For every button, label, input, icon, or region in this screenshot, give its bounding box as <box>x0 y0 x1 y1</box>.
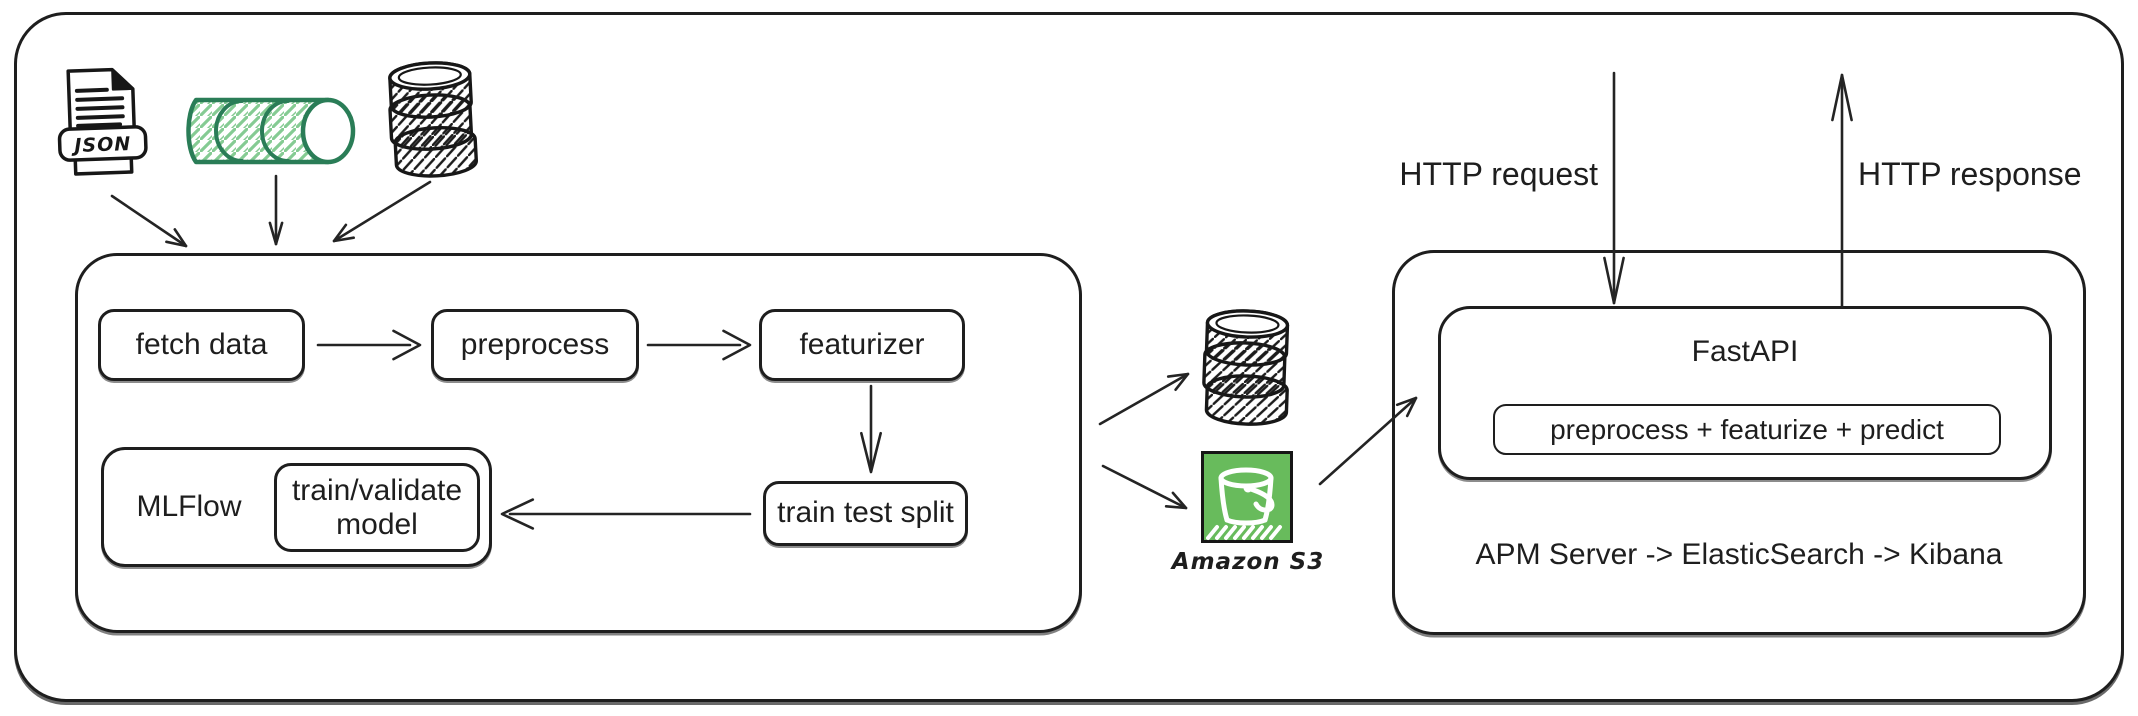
node-predict-pipeline: preprocess + featurize + predict <box>1493 404 2001 455</box>
node-featurizer: featurizer <box>759 309 965 381</box>
mlflow-label: MLFlow <box>136 490 242 523</box>
http-request-label: HTTP request <box>1399 156 1598 192</box>
mlflow-box: MLFlow train/validate model <box>101 447 492 567</box>
node-train-test-split: train test split <box>763 481 968 546</box>
database-stack-icon <box>1200 307 1292 428</box>
train-validate-line2: model <box>336 507 418 541</box>
json-file-icon: JSON <box>57 67 148 176</box>
fastapi-box: FastAPI preprocess + featurize + predict <box>1438 306 2052 480</box>
train-validate-line1: train/validate <box>291 473 463 507</box>
fastapi-label: FastAPI <box>1691 335 1799 368</box>
pipeline-cylinder-icon <box>186 97 356 165</box>
database-stack-icon <box>385 59 479 180</box>
json-file-text: JSON <box>70 133 132 157</box>
s3-bucket-icon <box>1201 451 1293 543</box>
apm-monitoring-label: APM Server -> ElasticSearch -> Kibana <box>1475 538 2003 571</box>
node-train-validate-model: train/validate model <box>274 463 480 552</box>
s3-label: Amazon S3 <box>1171 549 1325 575</box>
http-response-label: HTTP response <box>1858 156 2082 192</box>
node-preprocess: preprocess <box>431 309 639 381</box>
node-fetch-data: fetch data <box>98 309 305 381</box>
